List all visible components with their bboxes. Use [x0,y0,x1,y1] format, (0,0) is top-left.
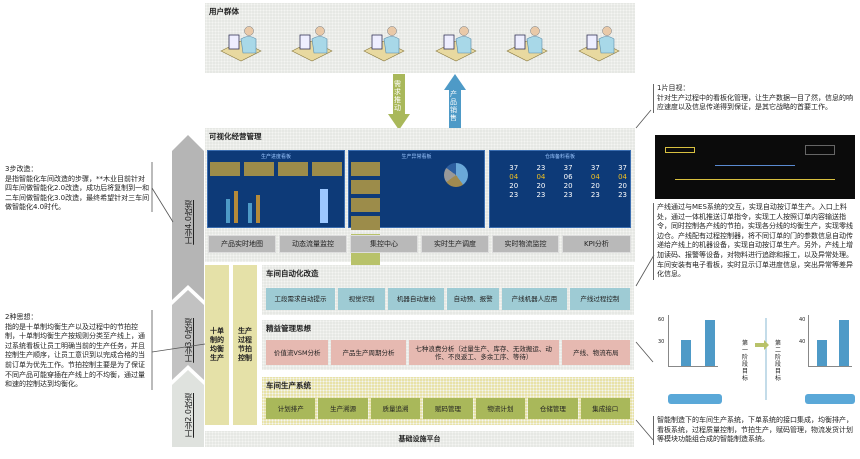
board-title: 仓库备料看板 [544,154,575,160]
production-item[interactable]: 生产溯源 [318,398,368,419]
infrastructure-title: 基础设施平台 [398,435,441,443]
user-workstation-icon [291,26,334,62]
automation-item[interactable]: 产线机器人应用 [502,288,567,310]
automation-item[interactable]: 视觉识别 [338,288,386,310]
phase2-label: 第二阶段目标 [775,340,782,382]
lean-item[interactable]: 价值流VSM分析 [266,340,329,365]
production-progress-board[interactable]: 生产进度看板 [207,150,345,228]
visual-button[interactable]: 集控中心 [350,235,418,253]
bar [705,320,715,366]
phase2-badge [805,394,855,404]
lean-item[interactable]: 产线、物流布局 [561,340,631,365]
note-1-visual: 1片目视：针对生产过程中的看板化管理，让生产数据一目了然，信息的响应速度以及信息… [653,84,853,113]
bar [817,340,827,366]
note-smart-manufacturing: 智能制造下的车间生产系统，下单系统的接口集成，均衡排产，看板系统，过程质量控制，… [653,416,853,445]
user-group-panel: 用户群体 [205,3,635,73]
sales-arrow-label: 产品销售 [450,90,457,122]
board-number: 04 [536,173,546,181]
board-number: 37 [590,164,600,172]
ten-order-balanced-production: 十单制的均衡生产 [205,265,229,425]
phase1-chart: 60 30 [658,315,718,367]
note-2-ideas: 2种思想：指的是十单制均衡生产以及过程中的节拍控制，十单制均衡生产按规则分类至产… [5,313,145,389]
production-item[interactable]: 仓储管理 [528,398,578,419]
board-number: 20 [536,182,546,190]
sales-arrow-icon [444,74,466,130]
production-item[interactable]: 集成接口 [580,398,630,419]
board-number: 23 [590,191,600,199]
stage-arrows [172,135,204,447]
user-workstation-icon [363,26,405,62]
board-number: 23 [536,191,546,199]
board-number: 23 [563,191,573,199]
lean-title: 精益管理思想 [266,324,311,333]
production-item[interactable]: 计划排产 [266,398,316,419]
visual-management-title: 可视化经营管理 [209,132,262,141]
production-system-title: 车间生产系统 [266,381,311,390]
user-list [205,25,635,63]
y-tick: 30 [658,339,665,345]
board-title: 生产进度看板 [260,154,291,160]
visual-button[interactable]: 实时生产调度 [421,235,489,253]
visual-button[interactable]: KPI分析 [562,235,631,253]
board-number: 04 [618,173,627,181]
visual-button[interactable]: 产品实时地图 [208,235,276,253]
user-workstation-icon [435,26,477,62]
user-workstation-icon [220,26,262,62]
board-number: 20 [563,182,573,190]
board-number: 04 [509,173,519,181]
phase2-chart: 40 40 [799,315,852,367]
mes-screenshot [655,135,855,199]
demand-arrow-icon [388,74,410,130]
automation-item[interactable]: 自动预、报警 [447,288,499,310]
demand-arrow-label: 需求推动 [394,80,401,112]
phase-divider-labels: 第一阶段目标 第二阶段目标 [742,340,782,382]
board-number: 20 [509,182,519,190]
automation-item[interactable]: 工段需求自动提示 [266,288,335,310]
production-item[interactable]: 赋码管理 [423,398,473,419]
y-tick: 40 [799,317,806,323]
bar [839,320,849,366]
note-mes: 产线通过与MES系统的交互，实现自动按订单生产。入口上料处，通过一体机推送订单指… [653,203,853,280]
lean-item[interactable]: 产品生产周期分析 [331,340,406,365]
board-number: 37 [563,164,573,172]
lean-item[interactable]: 七种浪费分析（过量生产、库存、无效搬运、动作、不良返工、多余工序、等待） [408,340,559,365]
visual-button[interactable]: 实时物流监控 [492,235,559,253]
next-arrow-icon [755,340,769,350]
board-number: 20 [618,182,627,190]
automation-item[interactable]: 机器自动复检 [388,288,445,310]
board-number: 23 [536,164,546,172]
user-group-title: 用户群体 [209,7,239,16]
production-item[interactable]: 物流计划 [475,398,526,419]
infrastructure-platform: 基础设施平台 [205,431,634,447]
automation-item[interactable]: 产线过程控制 [569,288,630,310]
bar [681,340,691,366]
visual-button[interactable]: 动态流量监控 [279,235,347,253]
y-tick: 40 [799,339,806,345]
automation-title: 车间自动化改造 [266,269,319,278]
user-workstation-icon [506,26,549,62]
board-number: 23 [509,191,519,199]
board-number: 20 [590,182,600,190]
phase1-badge [668,394,722,404]
board-number: 06 [563,173,573,181]
board-number: 23 [618,191,627,199]
process-takt-control: 生产过程节拍控制 [233,265,257,425]
y-tick: 60 [658,317,665,323]
board-number: 37 [618,164,627,172]
board-number: 04 [590,173,600,181]
user-workstation-icon [578,26,620,62]
phase1-label: 第一阶段目标 [742,340,749,382]
production-item[interactable]: 质量追溯 [370,398,421,419]
board-title: 生产异常看板 [401,154,432,160]
board-number: 37 [509,164,519,172]
note-3-step-reform: 3步改造：是指智能化车间改造的步骤，**木业目前针对四车间做智能化2.0改造，成… [5,165,150,212]
